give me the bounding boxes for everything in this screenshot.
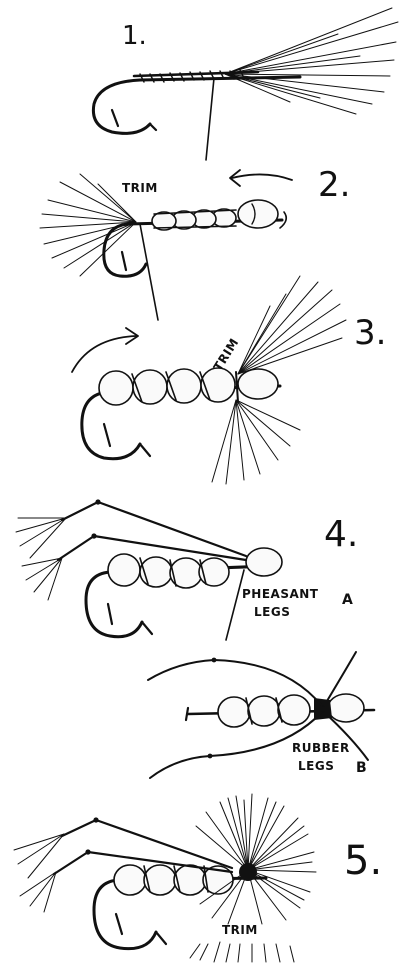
step-4-note-line2: LEGS bbox=[254, 605, 290, 619]
step-2-rotate-arrow bbox=[230, 170, 292, 186]
step-5-trim-marks bbox=[190, 942, 294, 962]
step-2-trim-label: TRIM bbox=[122, 181, 158, 195]
step-2-number: 2. bbox=[318, 165, 350, 205]
step-1: 1. bbox=[93, 8, 398, 160]
step-3-lower-fibers bbox=[212, 400, 300, 484]
step-2: 2. TRIM bbox=[40, 165, 350, 320]
step-5-number: 5. bbox=[344, 838, 382, 884]
step-5-hackle-core bbox=[239, 863, 257, 881]
step-1-number: 1. bbox=[122, 21, 147, 51]
step-4b-variant-label: B bbox=[356, 760, 367, 776]
step-4-number: 4. bbox=[324, 514, 358, 555]
step-5-hackle-burst bbox=[196, 794, 316, 924]
step-3-number: 3. bbox=[354, 313, 386, 353]
step-4-tying-thread bbox=[226, 570, 244, 640]
step-1-tying-thread bbox=[206, 78, 214, 160]
step-5-trim-label: TRIM bbox=[222, 923, 258, 937]
step-4-variant-label: A bbox=[342, 592, 353, 608]
step-4-body bbox=[108, 548, 282, 588]
step-2-body bbox=[152, 200, 286, 230]
step-4b-note-line1: RUBBER bbox=[292, 741, 350, 755]
step-4-leg-tips bbox=[16, 518, 66, 600]
step-3-body bbox=[99, 368, 278, 405]
step-4: 4. PHEASANT LEGS A bbox=[16, 499, 358, 640]
step-5: 5. TRIM bbox=[14, 794, 382, 962]
step-3: 3. TRIM bbox=[72, 276, 386, 484]
step-2-tying-thread bbox=[140, 224, 158, 320]
step-3-upper-fibers bbox=[238, 276, 346, 374]
step-4-note-line1: PHEASANT bbox=[242, 587, 319, 601]
step-4b: RUBBER LEGS B bbox=[148, 652, 374, 778]
step-4-pheasant-legs bbox=[58, 499, 246, 560]
step-5-legs bbox=[54, 817, 232, 874]
step-3-rotate-arrow bbox=[72, 328, 138, 372]
step-1-tail-fibers bbox=[225, 8, 398, 114]
step-4b-note-line2: LEGS bbox=[298, 759, 334, 773]
step-4b-body bbox=[218, 694, 364, 727]
